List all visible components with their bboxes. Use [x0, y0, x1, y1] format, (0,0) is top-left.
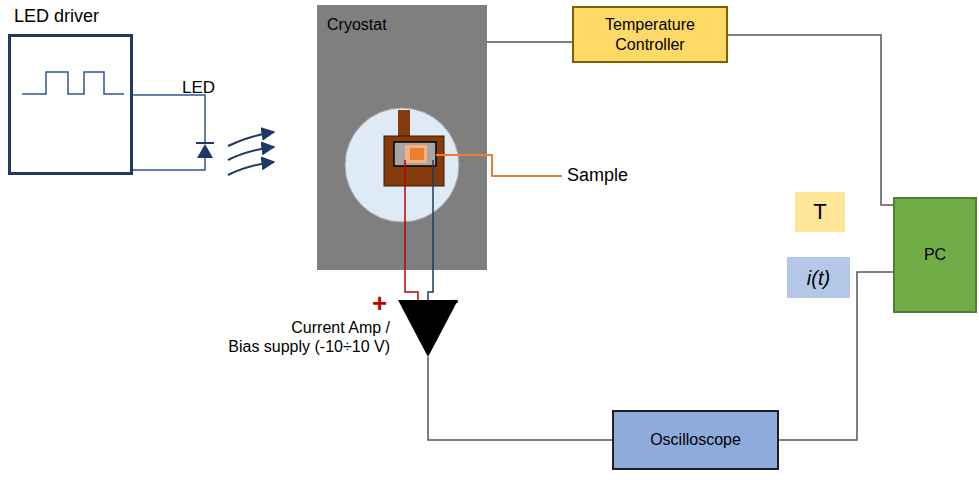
box-heading: LED driver — [14, 6, 99, 28]
temperature-tag: T — [795, 192, 845, 232]
box-title: Cryostat — [327, 15, 387, 34]
led-wires — [133, 95, 205, 170]
polarity-plus: + — [372, 288, 387, 319]
signal-cable — [487, 41, 572, 43]
driver-outline — [8, 34, 133, 175]
box-label: Oscilloscope — [650, 430, 741, 449]
box-label: PC — [924, 245, 946, 264]
led-symbol — [196, 143, 214, 158]
box-label: i(t) — [807, 266, 830, 290]
box-label: T — [813, 199, 826, 225]
temperature-controller-box: Temperature Controller — [572, 6, 728, 63]
cryostat-interior — [317, 5, 487, 270]
square-wave-symbol — [8, 34, 133, 175]
sample-wires — [405, 270, 433, 302]
sample-label: Sample — [567, 165, 628, 187]
led-label: LED — [182, 78, 215, 98]
oscilloscope-box: Oscilloscope — [612, 410, 779, 470]
light-rays — [228, 132, 274, 175]
polarity-minus: - — [450, 284, 459, 315]
box-label: Temperature Controller — [580, 15, 720, 53]
amp-output-wire — [428, 357, 612, 440]
amplifier-label: Current Amp /Bias supply (-10÷10 V) — [150, 318, 390, 356]
current-signal-tag: i(t) — [787, 257, 850, 298]
cryostat-housing: Cryostat — [317, 5, 487, 270]
current-amplifier-symbol — [398, 300, 458, 357]
signal-cable — [728, 35, 893, 205]
pc-box: PC — [893, 197, 977, 313]
led-driver-box: LED driver — [8, 6, 138, 178]
